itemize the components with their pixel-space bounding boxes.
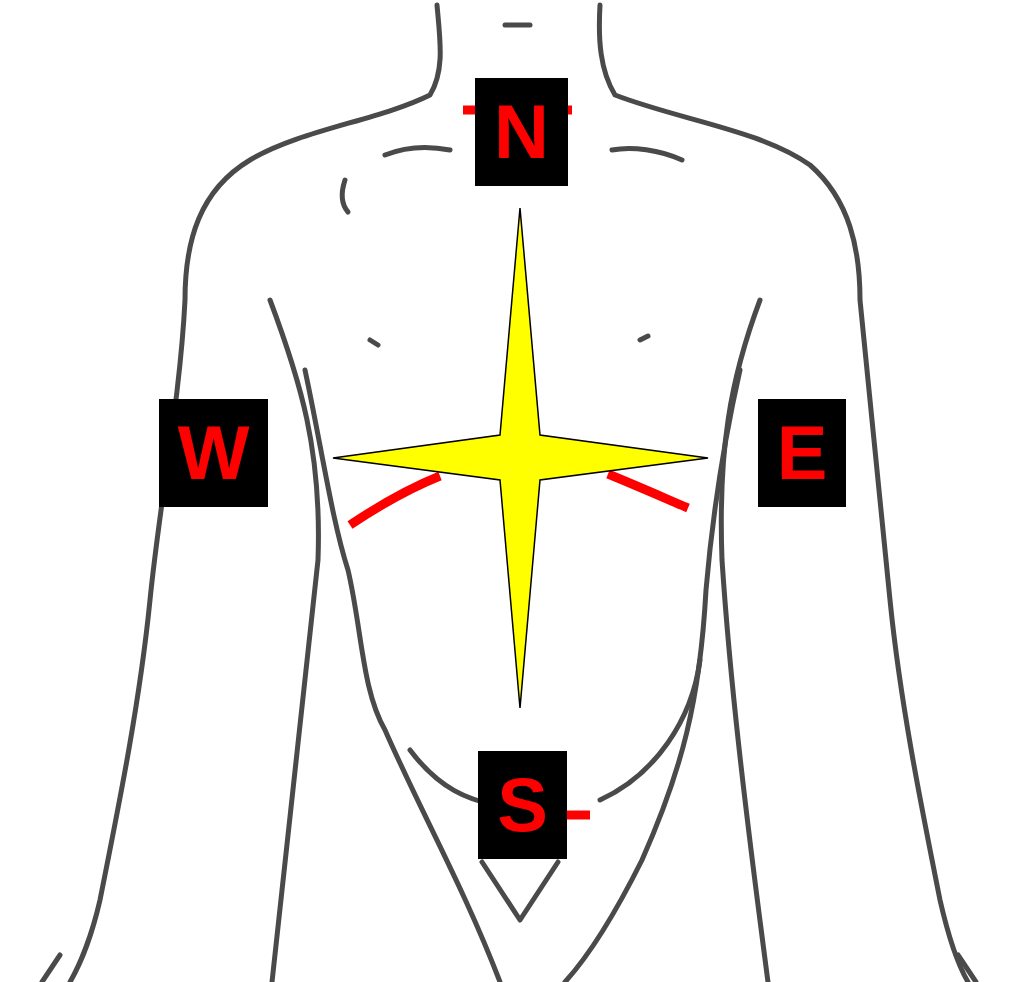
compass-label-box: N: [475, 78, 568, 186]
compass-label-box: W: [159, 399, 268, 507]
compass-letter: E: [777, 415, 828, 491]
compass-letter: S: [497, 767, 548, 843]
compass-label-box: S: [478, 751, 567, 859]
compass-letter: W: [178, 415, 250, 491]
compass-label-box: E: [758, 399, 846, 507]
compass-letter: N: [494, 94, 549, 170]
